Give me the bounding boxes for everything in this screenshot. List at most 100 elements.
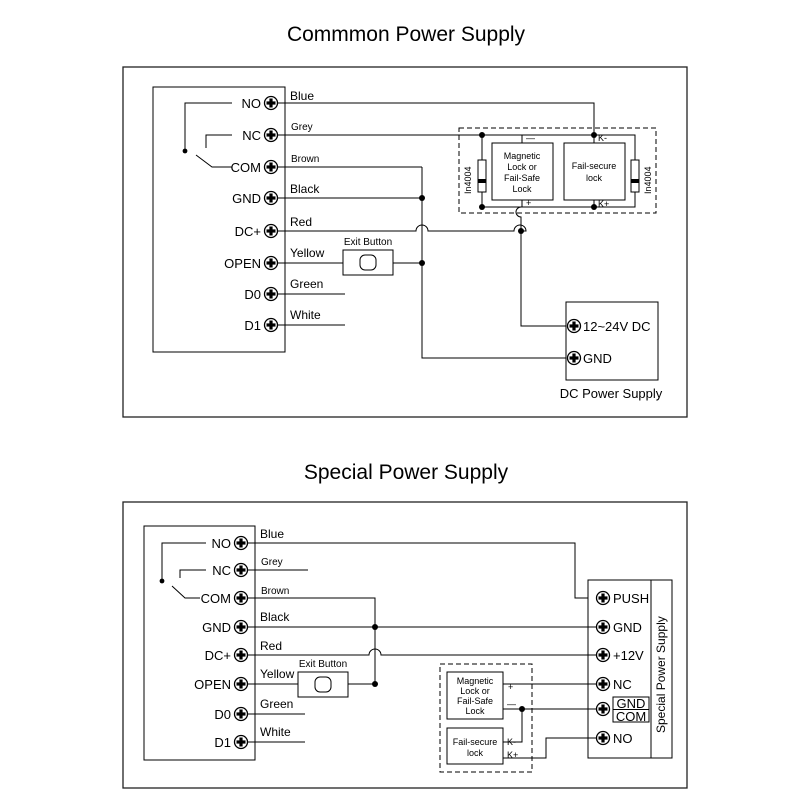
bottom-psu-no-screw [595, 730, 611, 746]
top-diode1-band [478, 179, 486, 183]
top-wire-label: Grey [291, 122, 313, 133]
bottom-relay-contact [159, 578, 165, 584]
top-terminal-label: DC+ [235, 224, 261, 239]
top-terminal-label: NC [242, 128, 261, 143]
top-frame [122, 66, 688, 418]
bottom-title: Special Power Supply [304, 461, 509, 484]
top-wire-label: Black [290, 182, 320, 196]
bottom-psu-terminal-label: NC [613, 677, 632, 692]
top-failsecure-label: Fail-secure [572, 161, 617, 171]
top-lock-minus-bus [482, 134, 595, 143]
top-psu-pos-screw [566, 318, 582, 334]
bottom-psu-label: Special Power Supply [654, 616, 668, 733]
top-lock-plus-bus [482, 200, 595, 208]
top-mag-lock-label: Magnetic [504, 151, 541, 161]
top-mag-minus: — [526, 133, 535, 143]
top-terminal-label: COM [231, 160, 261, 175]
bottom-special-power-supply [587, 579, 673, 759]
top-relay-nc-line [205, 134, 232, 148]
top-terminal-no-screw [263, 95, 279, 111]
bottom-lock-group [439, 663, 533, 773]
bottom-mag-lock-label: Magnetic [457, 676, 494, 686]
bottom-wire-label: Grey [261, 557, 283, 568]
top-wire-red [278, 224, 527, 232]
bottom-frame [122, 501, 688, 789]
top-diode2-top [594, 134, 636, 160]
bottom-terminal-label: DC+ [205, 648, 231, 663]
bottom-controller [143, 525, 256, 761]
top-junction [419, 195, 425, 201]
bottom-wire-label: Brown [261, 586, 289, 597]
bottom-wire-label: Green [260, 697, 293, 711]
top-diode2 [630, 159, 640, 193]
top-wire-label: Brown [291, 154, 319, 165]
bottom-exit-button-knob [314, 676, 332, 693]
top-psu-gnd-screw [566, 350, 582, 366]
bottom-psu-push-screw [595, 590, 611, 606]
bottom-exit-button-label: Exit Button [299, 659, 347, 670]
top-terminal-gnd-screw [263, 190, 279, 206]
bottom-psu-nc-screw [595, 676, 611, 692]
top-relay-contact [182, 148, 188, 154]
bottom-wire-blue [248, 542, 588, 599]
bottom-exit-button [297, 671, 349, 698]
bottom-terminal-nc-screw [233, 562, 249, 578]
top-terminal-label: D1 [244, 318, 261, 333]
bottom-terminal-open-screw [233, 676, 249, 692]
top-terminal-dcplus-screw [263, 223, 279, 239]
top-terminal-label: D0 [244, 287, 261, 302]
bottom-psu-terminal-label: NO [613, 731, 633, 746]
top-pos-bus [520, 231, 566, 327]
top-terminal-label: GND [232, 191, 261, 206]
bottom-mag-lock-label: Lock [465, 706, 485, 716]
top-failsecure-label: lock [586, 173, 603, 183]
bottom-wire-label: Yellow [260, 667, 295, 681]
top-lock-group [458, 127, 657, 214]
bottom-psu-terminal-label: COM [616, 709, 646, 724]
top-terminal-d1-screw [263, 317, 279, 333]
bottom-terminal-label: NO [212, 536, 232, 551]
top-exit-button [342, 249, 394, 276]
top-diode1 [477, 159, 487, 193]
top-controller [152, 86, 286, 353]
bottom-terminal-label: D0 [214, 707, 231, 722]
bottom-terminal-label: GND [202, 620, 231, 635]
bottom-junction [372, 681, 378, 687]
top-terminal-open-screw [263, 255, 279, 271]
bottom-psu-12v-screw [595, 647, 611, 663]
bottom-psu-terminal-label: GND [617, 696, 646, 711]
top-mag-lock-label: Lock or [507, 162, 537, 172]
bottom-wire-label: Blue [260, 527, 284, 541]
top-mag-plus: + [526, 198, 531, 208]
top-terminal-com-screw [263, 159, 279, 175]
bottom-wire-brown [248, 597, 376, 684]
top-dc-power-supply [565, 301, 659, 381]
bottom-terminal-gnd-screw [233, 619, 249, 635]
top-psu-pos-label: 12~24V DC [583, 319, 651, 334]
bottom-wire-label: Red [260, 639, 282, 653]
bottom-psu-gnd-screw [595, 619, 611, 635]
top-terminal-label: NO [242, 96, 262, 111]
top-junction [419, 260, 425, 266]
bottom-psu-terminal-label: PUSH [613, 591, 649, 606]
top-diode2-bottom [594, 192, 636, 208]
bottom-terminal-d1-screw [233, 734, 249, 750]
bottom-wire-label: Black [260, 610, 290, 624]
top-title: Commmon Power Supply [287, 23, 526, 46]
top-mag-lock-label: Fail-Safe [504, 173, 540, 183]
top-diode2-band [631, 179, 639, 183]
top-wire-label: Green [290, 277, 323, 291]
bottom-terminal-label: NC [212, 563, 231, 578]
bottom-mag-plus: + [508, 682, 513, 692]
bottom-terminal-label: COM [201, 591, 231, 606]
bottom-terminal-no-screw [233, 535, 249, 551]
top-wire-label: Blue [290, 89, 314, 103]
top-wire-label: Yellow [290, 246, 325, 260]
bottom-wire-red [248, 648, 596, 656]
bottom-terminal-d0-screw [233, 706, 249, 722]
top-wire-label: White [290, 308, 321, 322]
top-relay-no-line [184, 102, 232, 150]
top-wire-label: Red [290, 215, 312, 229]
top-psu-gnd-label: GND [583, 351, 612, 366]
bottom-wire-k-minus [503, 709, 523, 743]
